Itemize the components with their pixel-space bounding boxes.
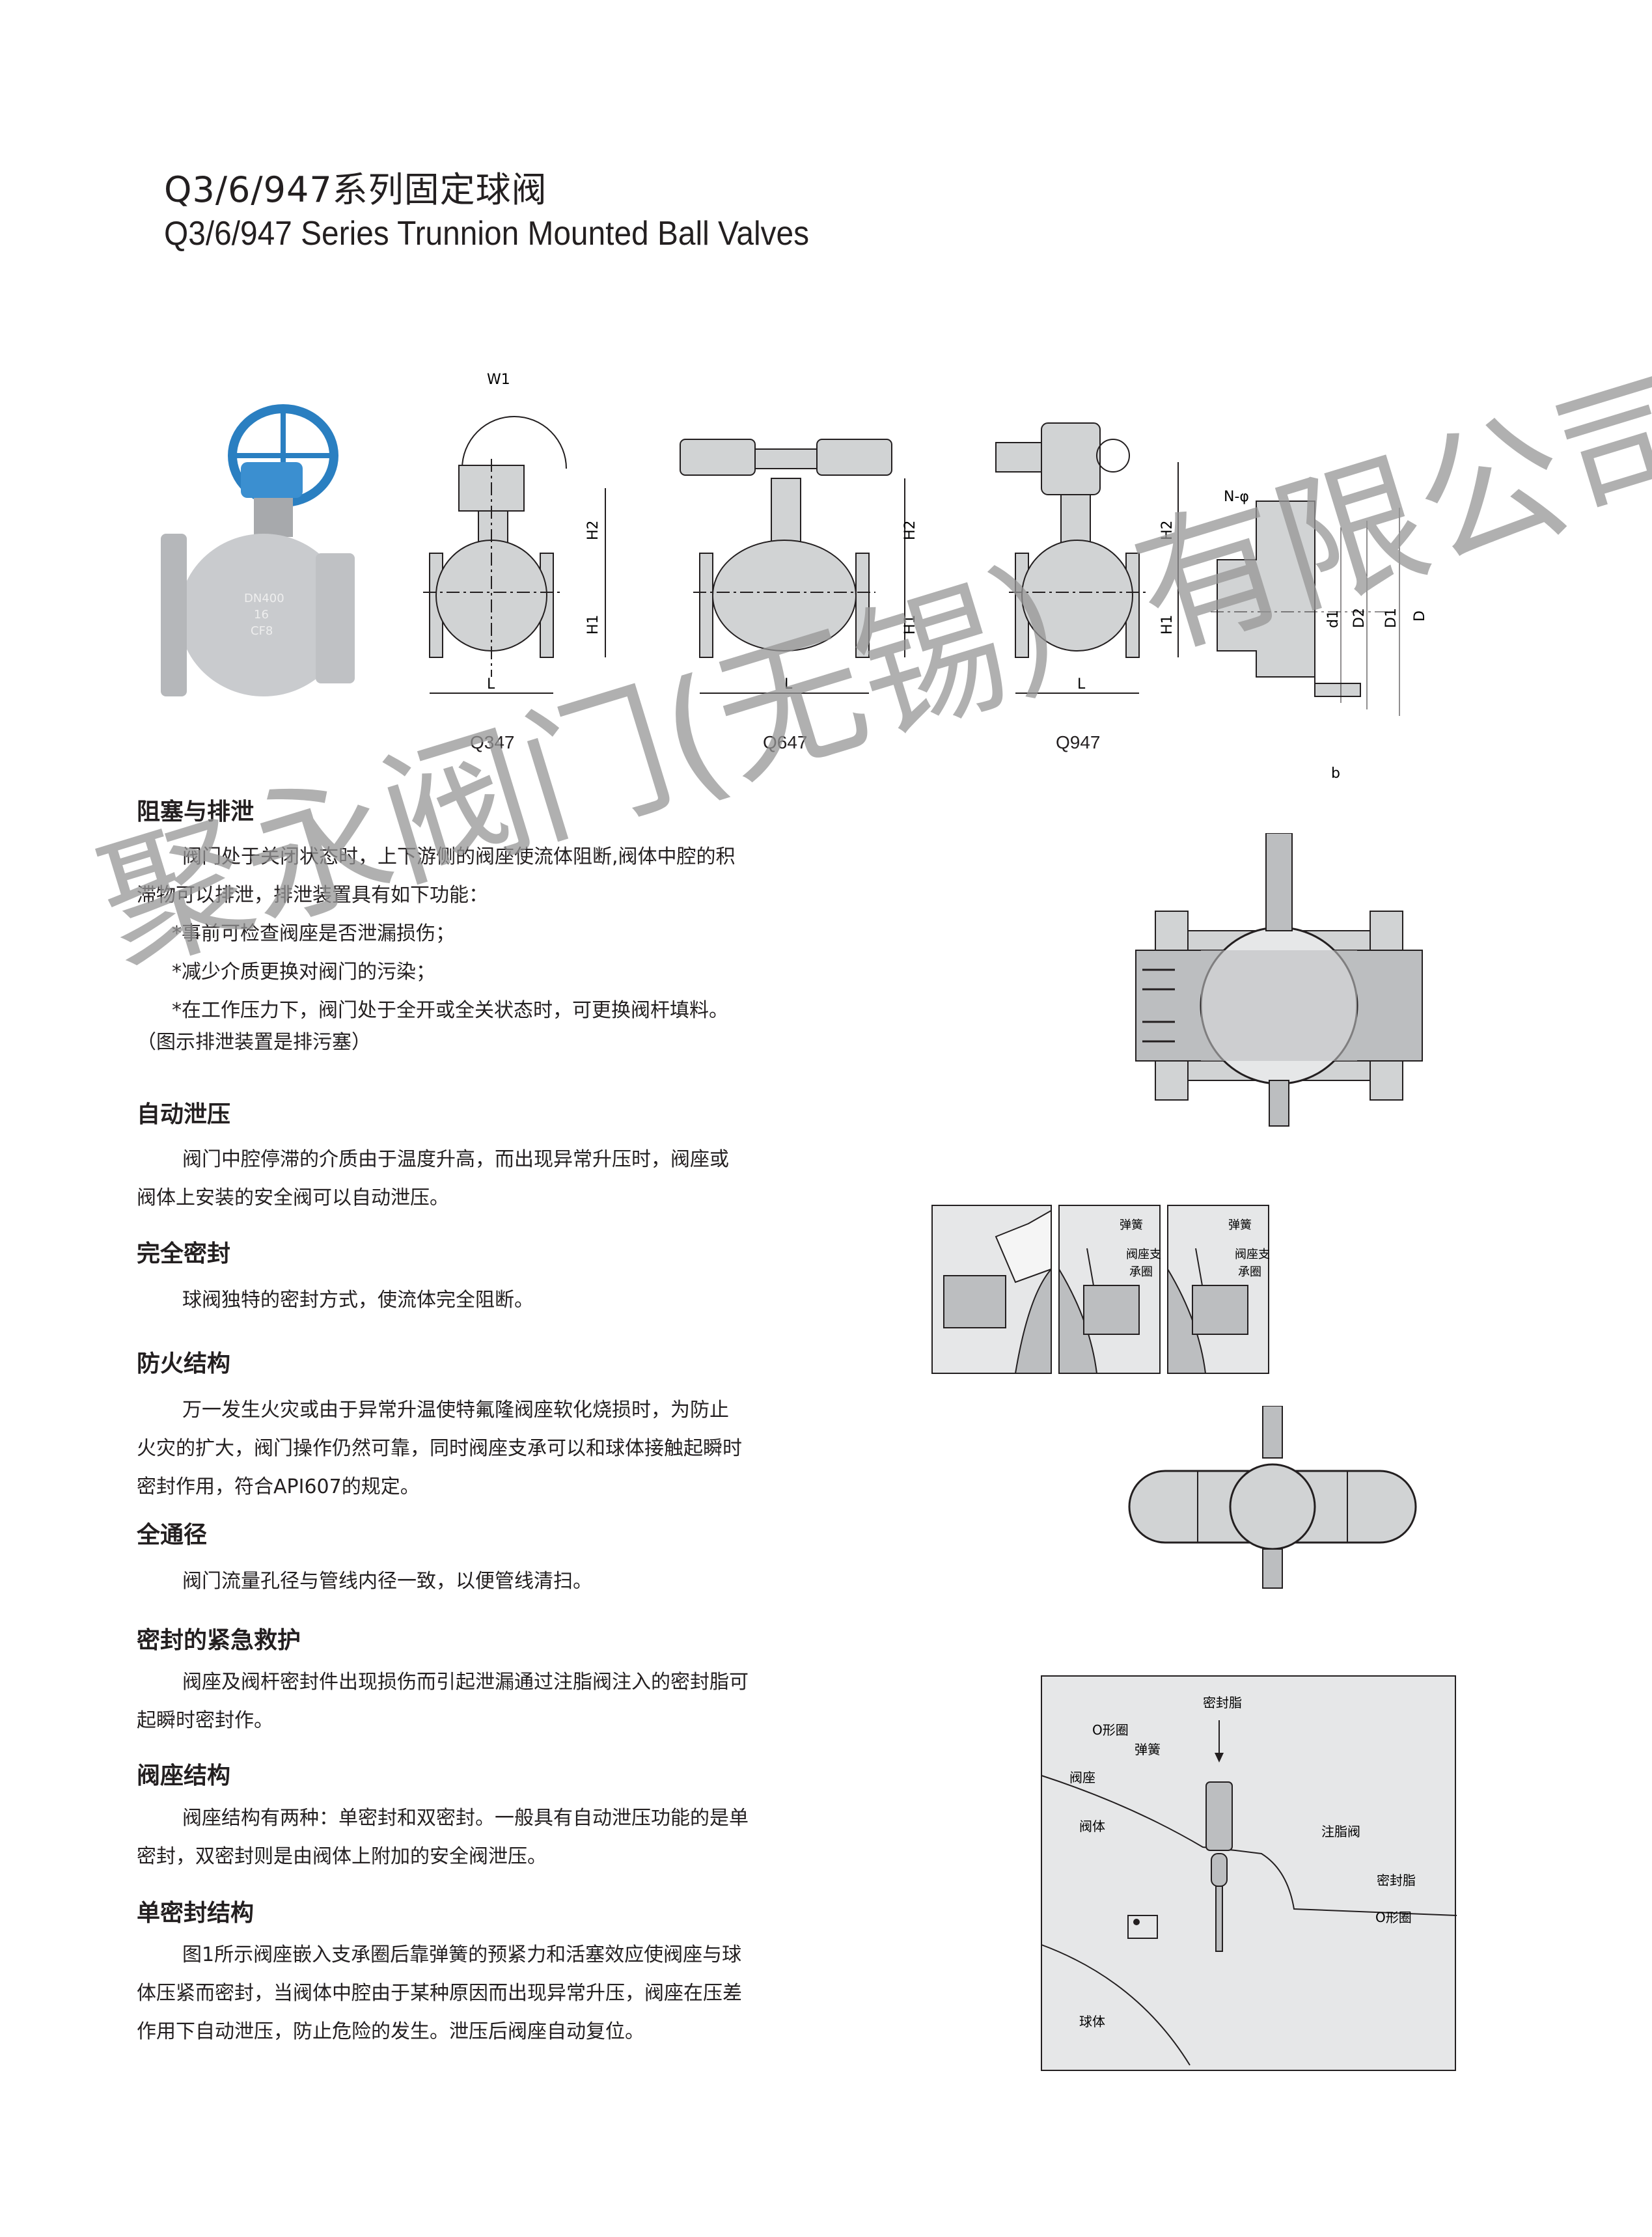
- grease-injection-figure: 密封脂 O形圈 弹簧 阀座 阀体 注脂阀 密封脂 O形圈 球体: [1041, 1675, 1457, 2071]
- text-line: 阀座及阀杆密封件出现损伤而引起泄漏通过注脂阀注入的密封脂可: [182, 1671, 749, 1694]
- seal-panels-figure: 弹簧 阀座支 承圈 弹簧 阀座支 承圈: [931, 1205, 1270, 1374]
- label-l-q647: L: [784, 676, 793, 693]
- label-seat-support-1b: 阀座支: [1235, 1248, 1270, 1261]
- model-label-q947: Q947: [1056, 732, 1101, 752]
- label-w1: W1: [487, 372, 510, 388]
- text-line: 作用下自动泄压，防止危险的发生。泄压后阀座自动复位。: [137, 2020, 644, 2043]
- label-o-ring-left: O形圈: [1092, 1722, 1129, 1738]
- label-spring: 弹簧: [1120, 1218, 1143, 1232]
- text-line: *在工作压力下，阀门处于全开或全关状态时，可更换阀杆填料。: [172, 999, 728, 1022]
- flange-dimension-drawing: N-φ d1 D2 D1 D b: [1211, 489, 1428, 782]
- drawing-q347: [423, 416, 606, 694]
- text-line: *事前可检查阀座是否泄漏损伤；: [172, 922, 455, 945]
- text-line: 阀座结构有两种：单密封和双密封。一般具有自动泄压功能的是单: [182, 1807, 749, 1830]
- text-line: 密封，双密封则是由阀体上附加的安全阀泄压。: [137, 1845, 547, 1868]
- flow-arrows-icon: [1142, 968, 1175, 1043]
- paragraph-fire-safe: 万一发生火灾或由于异常升温使特氟隆阀座软化烧损时，为防止 火灾的扩大，阀门操作仍…: [137, 1391, 885, 1506]
- heading-blocking-drain: 阻塞与排泄: [137, 799, 255, 825]
- label-body: 阀体: [1079, 1818, 1105, 1834]
- photo-mark-size: DN400: [244, 592, 284, 605]
- label-spring-2: 弹簧: [1228, 1218, 1252, 1232]
- label-seat-support-2: 承圈: [1129, 1265, 1153, 1279]
- paragraph-blocking-drain: 阀门处于关闭状态时，上下游侧的阀座使流体阻断,阀体中腔的积 滞物可以排泄，排泄装…: [137, 838, 885, 1056]
- model-label-q347: Q347: [470, 732, 515, 752]
- label-h1-q947: H1: [1159, 614, 1176, 635]
- seal-panel-fire: [931, 1205, 1052, 1374]
- paragraph-full-seal: 球阀独特的密封方式，使流体完全阻断。: [137, 1281, 885, 1319]
- label-b: b: [1331, 765, 1340, 782]
- label-sealant-right: 密封脂: [1377, 1873, 1416, 1888]
- label-injector: 注脂阀: [1321, 1824, 1360, 1839]
- label-n-phi: N-φ: [1224, 489, 1249, 505]
- text-line: 阀门处于关闭状态时，上下游侧的阀座使流体阻断,阀体中腔的积: [182, 845, 736, 868]
- paragraph-full-bore: 阀门流量孔径与管线内径一致，以便管线清扫。: [137, 1562, 885, 1600]
- label-D: D: [1412, 611, 1428, 622]
- text-line: 图1所示阀座嵌入支承圈后靠弹簧的预紧力和活塞效应使阀座与球: [182, 1943, 742, 1966]
- model-label-q647: Q647: [763, 732, 808, 752]
- heading-full-seal: 完全密封: [137, 1241, 231, 1267]
- text-line: 火灾的扩大，阀门操作仍然可靠，同时阀座支承可以和球体接触起瞬时: [137, 1437, 742, 1460]
- label-D1: D1: [1383, 608, 1399, 628]
- paragraph-auto-relief: 阀门中腔停滞的介质由于温度升高，而出现异常升压时，阀座或 阀体上安装的安全阀可以…: [137, 1140, 885, 1217]
- label-d1-small: d1: [1325, 610, 1342, 628]
- product-photo: DN400 16 CF8: [161, 404, 355, 696]
- paragraph-seat-structure: 阀座结构有两种：单密封和双密封。一般具有自动泄压功能的是单 密封，双密封则是由阀…: [137, 1799, 885, 1876]
- label-h2: H2: [585, 520, 601, 540]
- seal-panel-2: 弹簧 阀座支 承圈: [1058, 1205, 1161, 1374]
- title-english: Q3/6/947 Series Trunnion Mounted Ball Va…: [164, 215, 810, 253]
- label-sealant-top: 密封脂: [1203, 1695, 1242, 1710]
- label-D2: D2: [1351, 608, 1368, 628]
- heading-emergency-seal: 密封的紧急救护: [137, 1627, 301, 1654]
- text-line: （图示排泄装置是排污塞）: [137, 1031, 371, 1054]
- label-seat-support-1: 阀座支: [1126, 1248, 1161, 1261]
- heading-full-bore: 全通径: [137, 1522, 208, 1548]
- heading-fire-safe: 防火结构: [137, 1351, 231, 1377]
- label-h2-q647: H2: [902, 520, 918, 540]
- seal-panel-3: 弹簧 阀座支 承圈: [1167, 1205, 1270, 1374]
- heading-auto-relief: 自动泄压: [137, 1101, 231, 1128]
- label-seat: 阀座: [1069, 1770, 1095, 1785]
- label-seat-support-2b: 承圈: [1238, 1265, 1261, 1279]
- label-h1-q647: H1: [902, 614, 918, 635]
- valve-cutaway-drain-figure: [1135, 833, 1423, 1127]
- paragraph-single-seal: 图1所示阀座嵌入支承圈后靠弹簧的预紧力和活塞效应使阀座与球 体压紧而密封，当阀体…: [137, 1936, 885, 2051]
- text-line: *减少介质更换对阀门的污染；: [172, 961, 435, 983]
- valve-dimension-drawings: W1 H2 H1 L H2 H1 L H2 H1 L: [423, 372, 1179, 694]
- text-line: 体压紧而密封，当阀体中腔由于某种原因而出现异常升压，阀座在压差: [137, 1982, 742, 2005]
- label-o-ring-right: O形圈: [1375, 1910, 1412, 1925]
- label-l-q947: L: [1077, 676, 1086, 693]
- photo-mark-pressure: 16: [254, 608, 269, 622]
- drawing-q947: [995, 422, 1179, 694]
- heading-seat-structure: 阀座结构: [137, 1763, 231, 1789]
- photo-mark-material: CF8: [251, 624, 273, 638]
- title-chinese: Q3/6/947系列固定球阀: [164, 169, 547, 210]
- text-line: 密封作用，符合API607的规定。: [137, 1475, 420, 1498]
- text-line: 球阀独特的密封方式，使流体完全阻断。: [182, 1289, 534, 1311]
- heading-single-seal: 单密封结构: [137, 1900, 255, 1927]
- text-line: 阀体上安装的安全阀可以自动泄压。: [137, 1187, 449, 1209]
- ball-full-bore-figure: [1128, 1406, 1417, 1589]
- text-line: 阀门流量孔径与管线内径一致，以便管线清扫。: [182, 1570, 592, 1593]
- text-line: 起瞬时密封作。: [137, 1709, 273, 1732]
- label-ball: 球体: [1079, 2014, 1105, 2029]
- paragraph-emergency-seal: 阀座及阀杆密封件出现损伤而引起泄漏通过注脂阀注入的密封脂可 起瞬时密封作。: [137, 1663, 885, 1740]
- drawing-q647: [680, 439, 905, 694]
- label-l: L: [487, 676, 495, 693]
- text-line: 万一发生火灾或由于异常升温使特氟隆阀座软化烧损时，为防止: [182, 1399, 729, 1421]
- label-h2-q947: H2: [1159, 520, 1176, 540]
- label-spring: 弹簧: [1135, 1742, 1161, 1757]
- arrow-down-icon: [1215, 1753, 1224, 1763]
- label-h1: H1: [585, 614, 601, 635]
- text-line: 滞物可以排泄，排泄装置具有如下功能：: [137, 884, 488, 907]
- text-line: 阀门中腔停滞的介质由于温度升高，而出现异常升压时，阀座或: [182, 1148, 729, 1171]
